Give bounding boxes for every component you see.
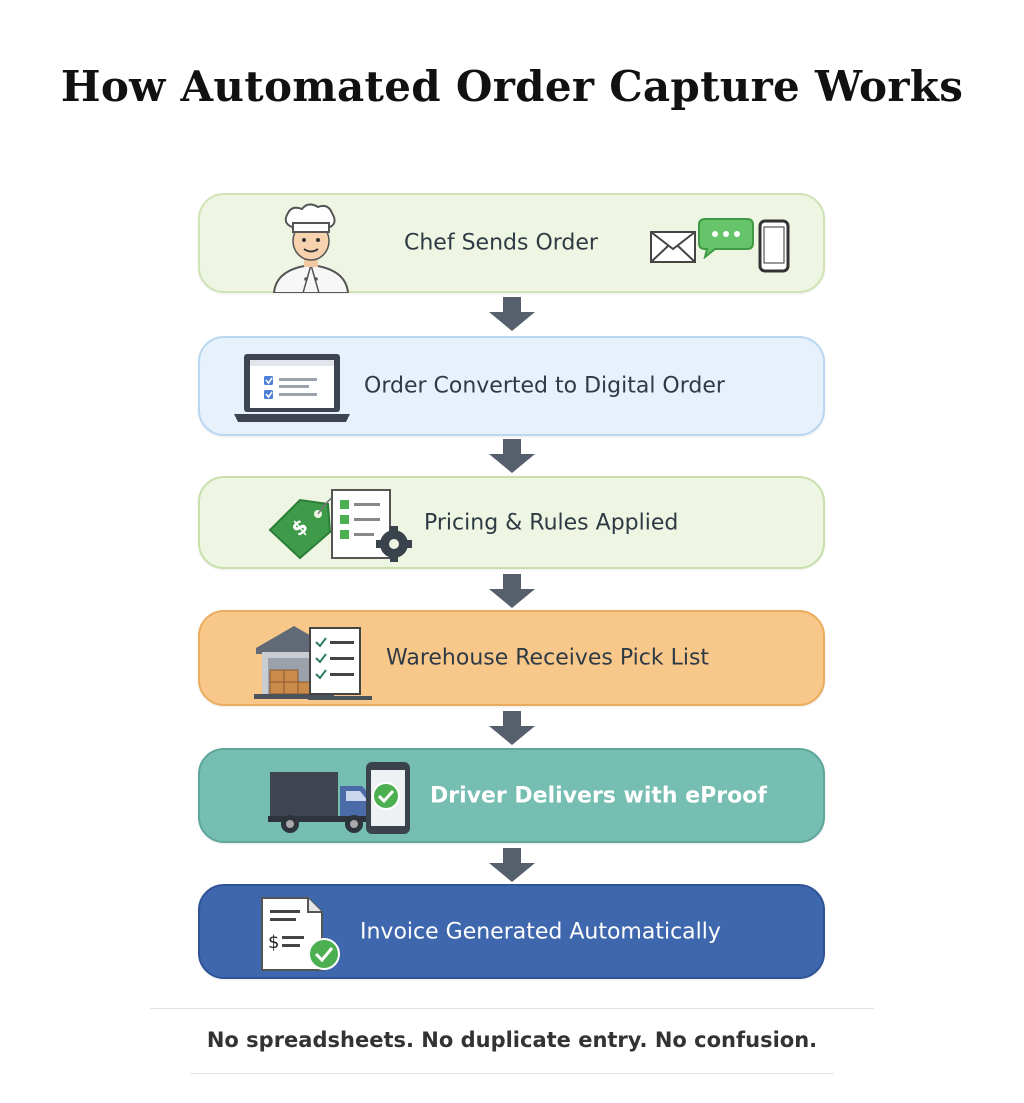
flow-arrow-icon: [489, 574, 535, 608]
invoice-icon: $: [261, 897, 340, 971]
checklist-gear-icon: [331, 489, 412, 562]
step-warehouse-pick-list: Warehouse Receives Pick List: [198, 610, 825, 706]
divider-top: [150, 1008, 874, 1009]
step-driver-delivers: Driver Delivers with eProof: [198, 748, 825, 843]
step-label: Order Converted to Digital Order: [364, 373, 725, 399]
phone-icon: [758, 219, 790, 273]
svg-text:$: $: [268, 932, 279, 953]
tagline: No spreadsheets. No duplicate entry. No …: [206, 1028, 818, 1052]
step-invoice-generated: $ Invoice Generated Automatically: [198, 884, 825, 979]
envelope-icon: [650, 231, 696, 263]
laptop-checklist-icon: [234, 354, 350, 422]
pick-list-icon: [308, 627, 372, 700]
price-tag-icon: $: [268, 495, 335, 560]
flow-arrow-icon: [489, 848, 535, 882]
page-title: How Automated Order Capture Works: [60, 62, 964, 111]
step-label: Driver Delivers with eProof: [430, 783, 767, 808]
step-label: Pricing & Rules Applied: [424, 510, 679, 535]
divider-bottom: [190, 1073, 834, 1074]
flow-arrow-icon: [489, 711, 535, 745]
step-pricing-rules: $ Pricing & Rules Applied: [198, 476, 825, 569]
flow-arrow-icon: [489, 439, 535, 473]
step-chef-sends-order: Chef Sends Order: [198, 193, 825, 293]
step-label: Warehouse Receives Pick List: [386, 645, 710, 671]
step-label: Invoice Generated Automatically: [360, 919, 721, 944]
phone-check-icon: [366, 762, 410, 834]
chef-icon: [272, 203, 350, 293]
step-label: Chef Sends Order: [404, 230, 598, 256]
flow-arrow-icon: [489, 297, 535, 331]
chat-bubble-icon: [698, 218, 754, 259]
step-order-converted: Order Converted to Digital Order: [198, 336, 825, 436]
